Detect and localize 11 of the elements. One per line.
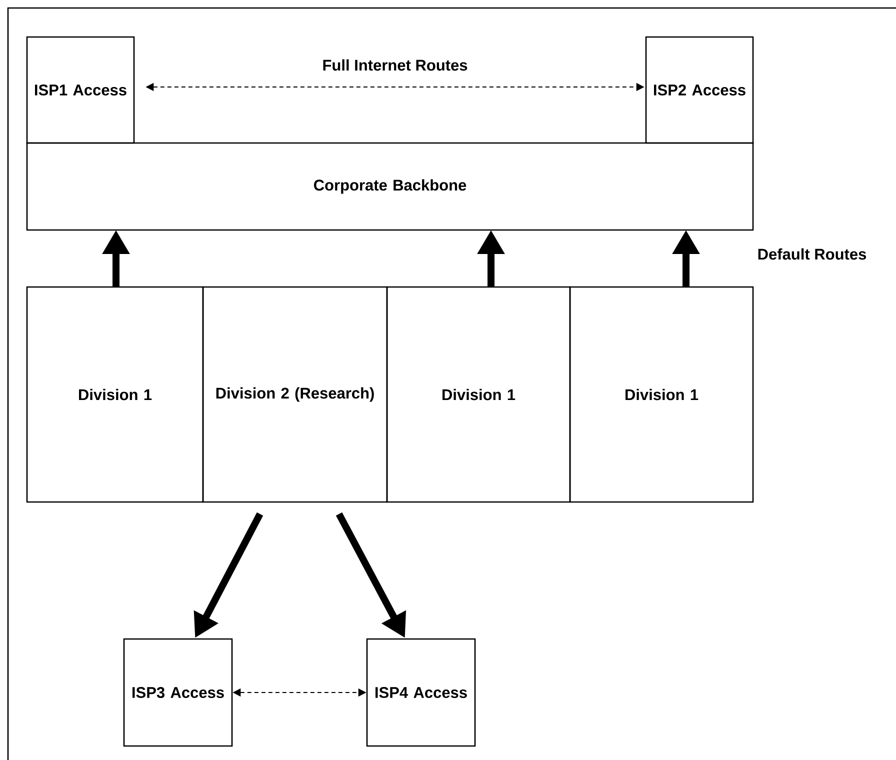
box: Division 1 (569, 286, 754, 503)
label: Default Routes (758, 248, 866, 260)
box: Division 1 (386, 286, 571, 503)
box: Division 1 (26, 286, 204, 503)
box: Corporate Backbone (26, 142, 754, 231)
edge-label: Full Internet Routes (323, 59, 468, 71)
box: ISP4 Access (366, 638, 476, 747)
box: Division 2 (Research) (202, 286, 388, 503)
box: ISP1 Access (26, 36, 135, 144)
box: ISP3 Access (123, 638, 233, 747)
box: ISP2 Access (645, 36, 754, 144)
